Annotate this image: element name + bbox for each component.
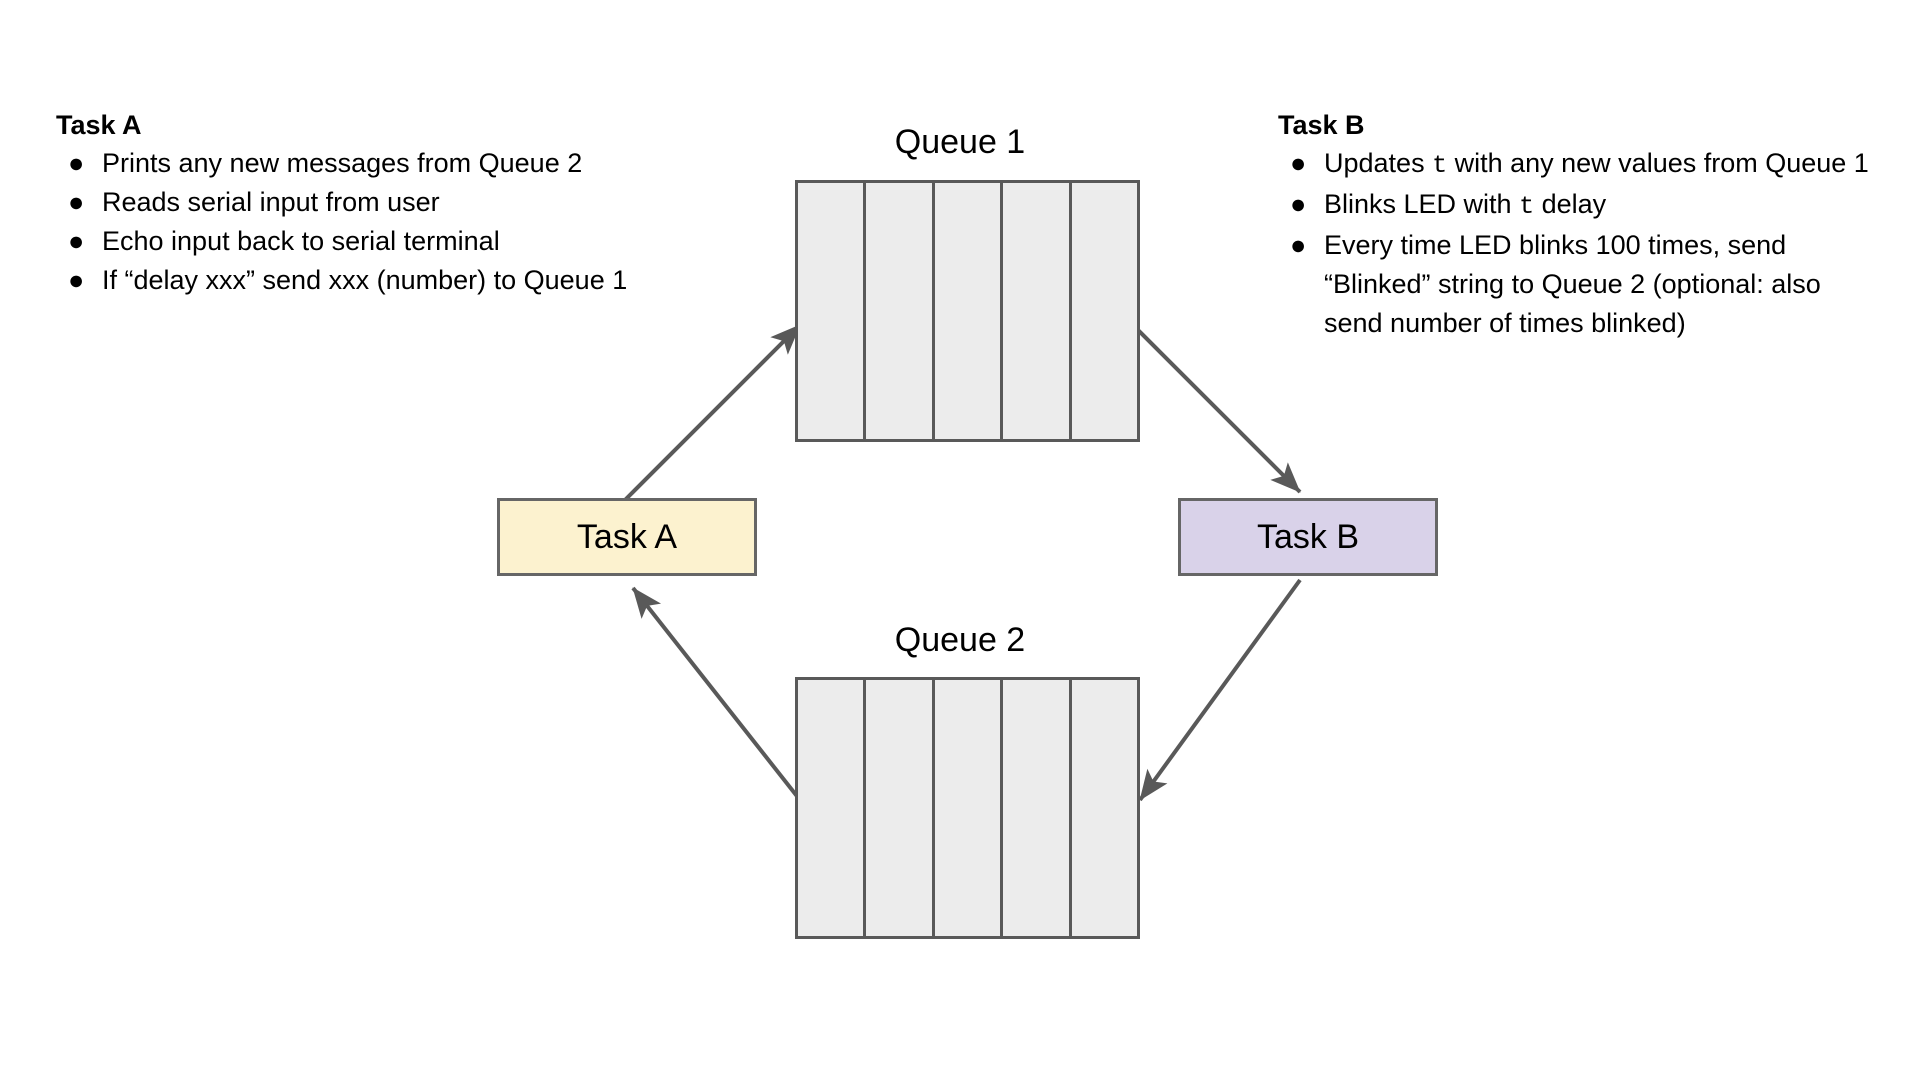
edge-queue-2-to-task-a [631, 586, 802, 802]
queue-2-box [795, 677, 1140, 939]
list-item-text: Reads serial input from user [102, 187, 440, 217]
list-item-text: Echo input back to serial terminal [102, 226, 500, 256]
note-task-b-title: Task B [1278, 110, 1365, 140]
note-task-b-list: ● Updates t with any new values from Que… [1278, 144, 1878, 343]
bullet-icon: ● [68, 187, 85, 217]
queue-cell [798, 680, 867, 936]
queue-1-label: Queue 1 [894, 123, 1026, 161]
bullet-icon: ● [68, 265, 85, 295]
task-b-node[interactable]: Task B [1178, 498, 1438, 576]
note-task-a-list: ● Prints any new messages from Queue 2 ●… [56, 144, 676, 300]
queue-cell [935, 680, 1004, 936]
bullet-icon: ● [68, 148, 85, 178]
list-item: ● Updates t with any new values from Que… [1278, 144, 1878, 185]
list-item-text-part: Blinks LED with [1324, 189, 1520, 219]
list-item-text-part: with any new values from Queue 1 [1447, 148, 1869, 178]
bullet-icon: ● [1290, 230, 1307, 260]
queue-cell [798, 183, 867, 439]
list-item-text-part: Updates [1324, 148, 1433, 178]
bullet-icon: ● [1290, 189, 1307, 219]
list-item-text: If “delay xxx” send xxx (number) to Queu… [102, 265, 628, 295]
list-item: ● Every time LED blinks 100 times, send … [1278, 226, 1878, 343]
list-item-text: Every time LED blinks 100 times, send “B… [1324, 230, 1821, 338]
task-a-node-label: Task A [576, 517, 678, 556]
note-task-a-title: Task A [56, 110, 142, 140]
queue-cell [1003, 183, 1072, 439]
edge-queue-1-to-task-b [1126, 318, 1302, 494]
queue-1-box [795, 180, 1140, 442]
queue-cell [935, 183, 1004, 439]
list-item-text: Prints any new messages from Queue 2 [102, 148, 583, 178]
list-item: ● Echo input back to serial terminal [56, 222, 676, 261]
queue-cell [866, 680, 935, 936]
list-item: ● If “delay xxx” send xxx (number) to Qu… [56, 261, 676, 300]
variable-token: t [1519, 192, 1535, 221]
queue-2-label: Queue 2 [894, 621, 1026, 659]
variable-token: t [1432, 151, 1448, 180]
queue-cell [1072, 183, 1137, 439]
list-item: ● Blinks LED with t delay [1278, 185, 1878, 226]
list-item: ● Reads serial input from user [56, 183, 676, 222]
list-item-text-part: delay [1534, 189, 1607, 219]
bullet-icon: ● [68, 226, 85, 256]
queue-cell [866, 183, 935, 439]
queue-cell [1072, 680, 1137, 936]
bullet-icon: ● [1290, 148, 1307, 178]
task-a-node[interactable]: Task A [497, 498, 757, 576]
queue-cell [1003, 680, 1072, 936]
list-item: ● Prints any new messages from Queue 2 [56, 144, 676, 183]
edge-task-a-to-queue-1 [618, 323, 802, 507]
task-b-node-label: Task B [1256, 517, 1360, 556]
note-task-b: Task B ● Updates t with any new values f… [1278, 108, 1878, 343]
note-task-a: Task A ● Prints any new messages from Qu… [56, 108, 676, 300]
edge-task-b-to-queue-2 [1138, 578, 1302, 802]
